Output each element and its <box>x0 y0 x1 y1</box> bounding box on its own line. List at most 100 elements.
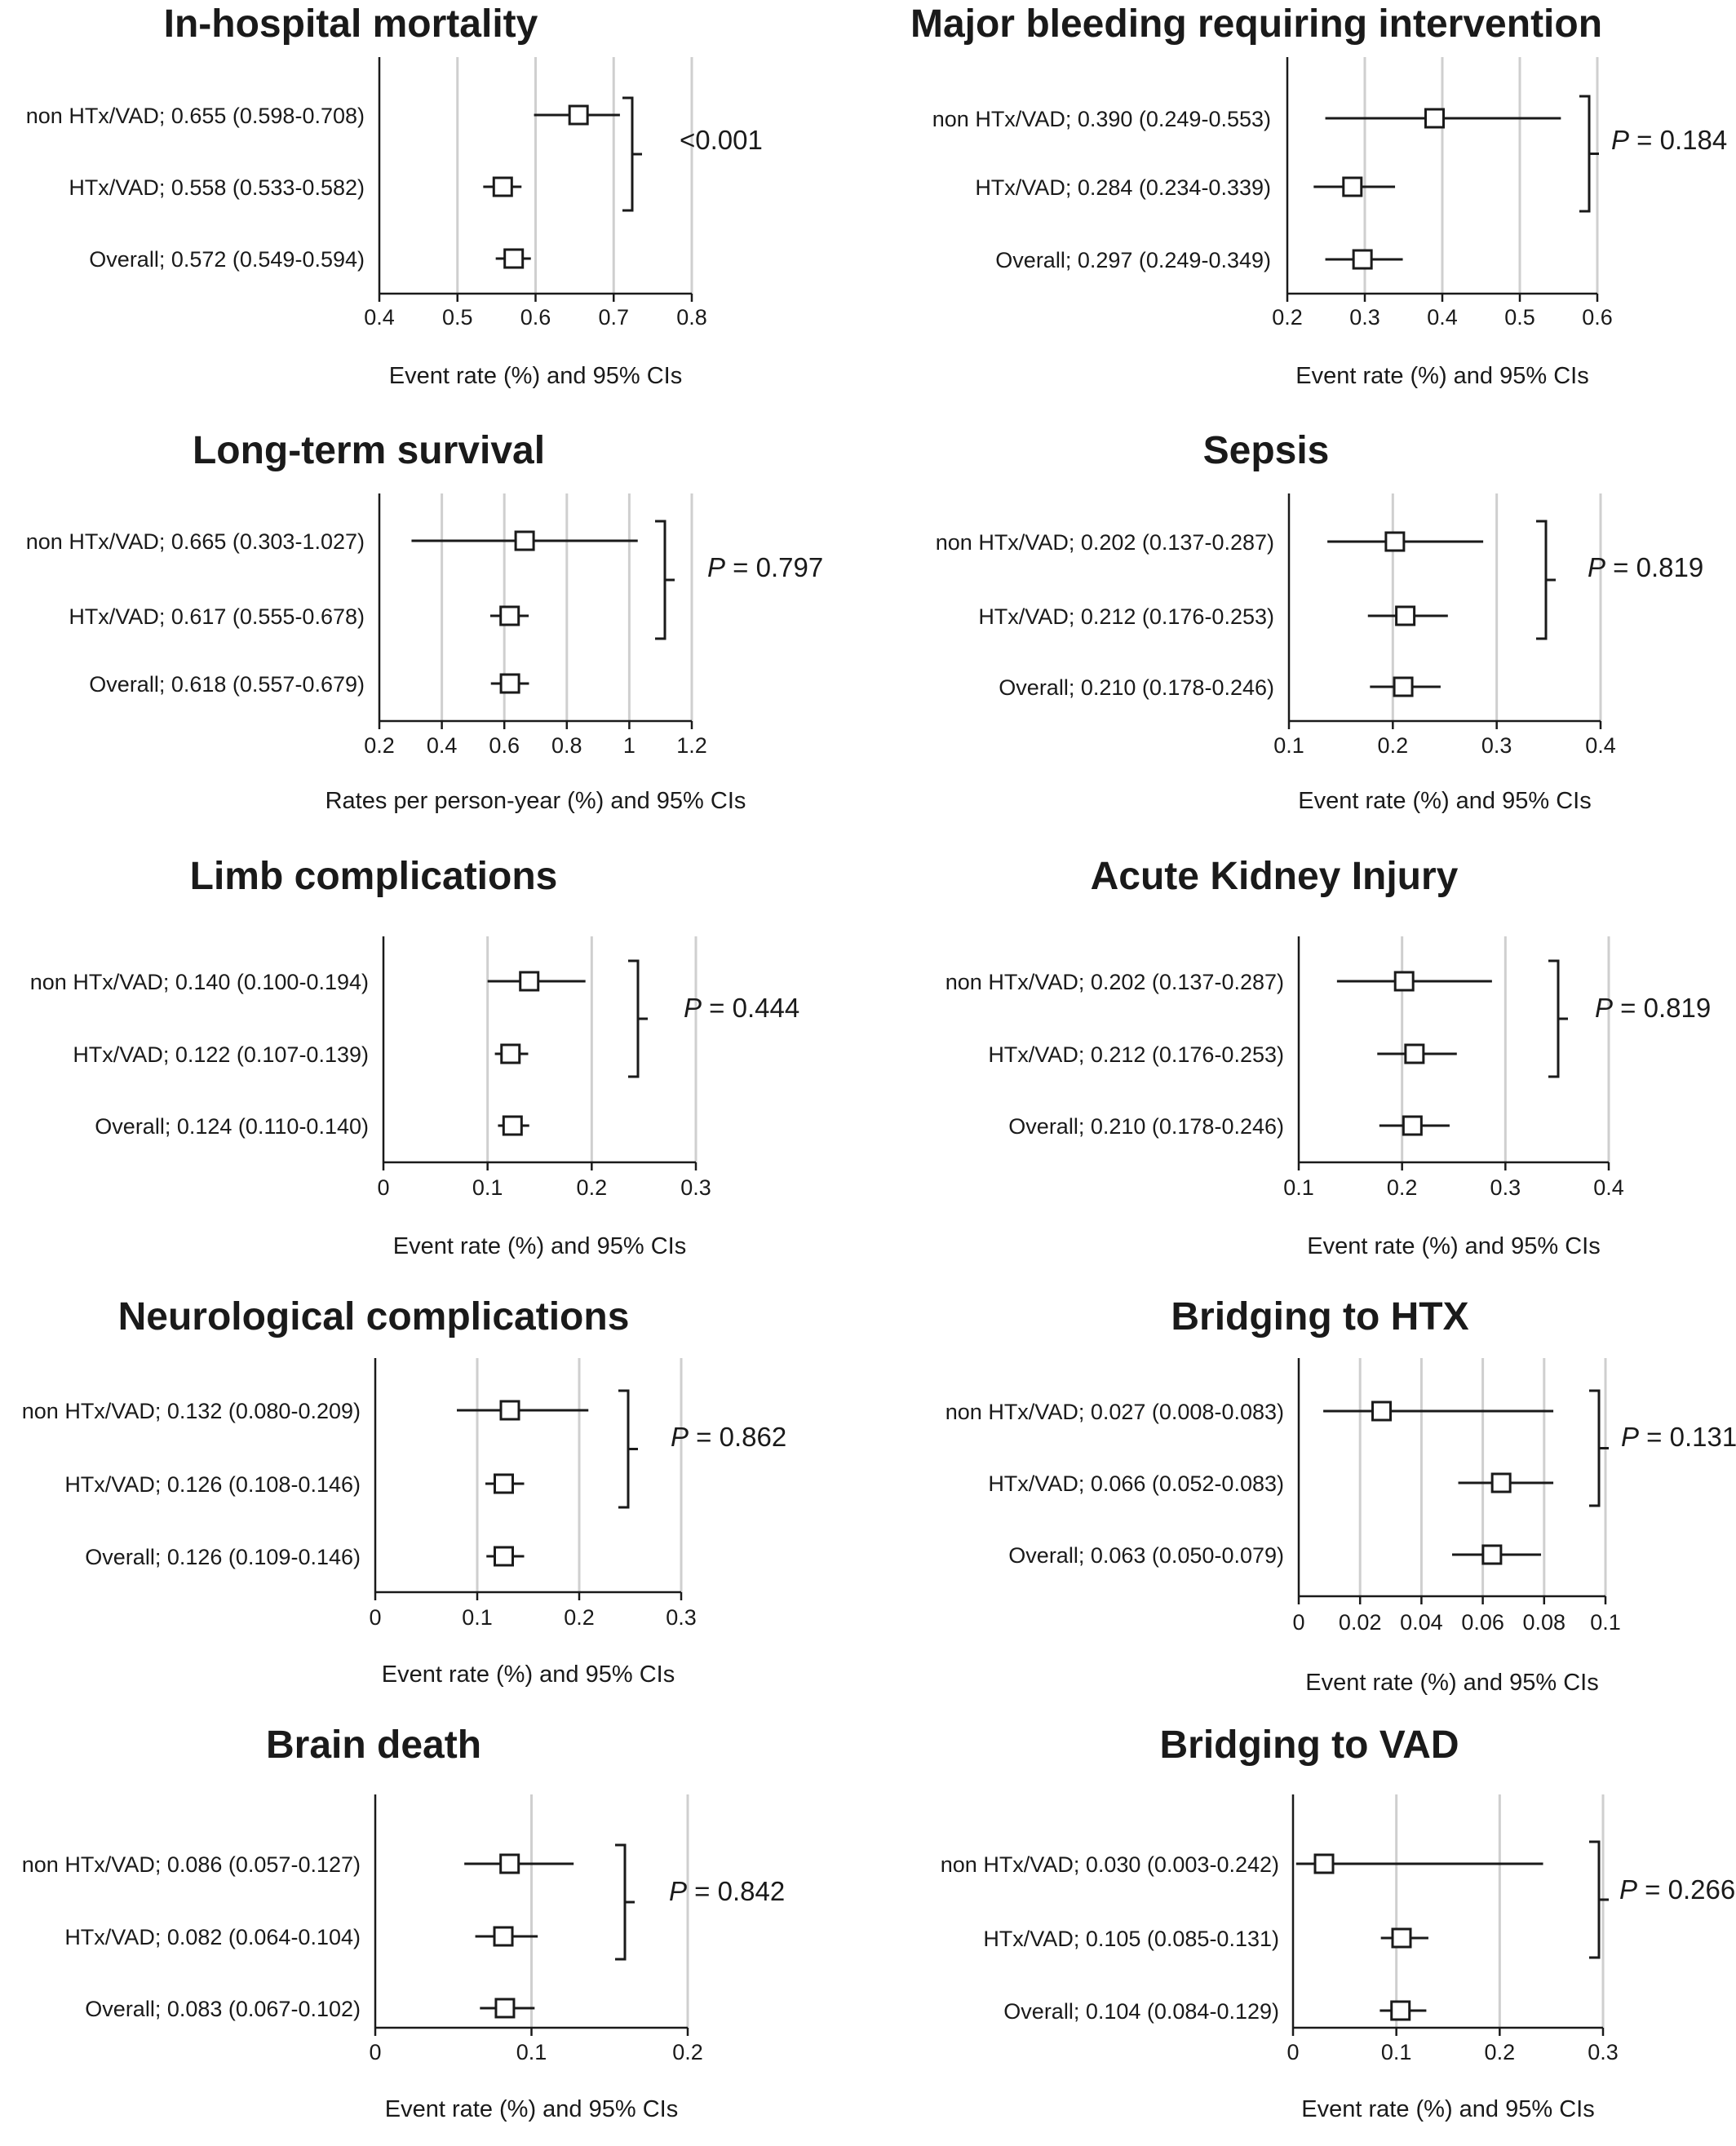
p-value-text: = 0.444 <box>702 993 799 1023</box>
x-tick-label: 0.2 <box>1272 305 1303 330</box>
x-tick-label: 0.6 <box>520 305 551 330</box>
point-estimate-marker <box>1390 2000 1411 2021</box>
row-label: HTx/VAD; 0.082 (0.064-0.104) <box>64 1925 361 1949</box>
x-axis-label: Event rate (%) and 95% CIs <box>385 2096 678 2122</box>
x-axis-label: Event rate (%) and 95% CIs <box>382 1661 675 1688</box>
point-estimate-marker <box>499 1400 520 1421</box>
x-tick-label: 0.8 <box>551 733 582 758</box>
point-estimate-marker <box>1424 108 1445 129</box>
p-value: P = 0.184 <box>1611 125 1727 155</box>
p-value-text: = 0.131 <box>1639 1422 1736 1452</box>
panel-title: Limb complications <box>190 855 558 898</box>
x-axis-label: Event rate (%) and 95% CIs <box>1298 788 1591 814</box>
point-estimate-marker <box>1393 676 1414 697</box>
point-estimate-marker <box>1404 1043 1425 1064</box>
comparison-bracket <box>655 520 675 640</box>
p-value: P = 0.819 <box>1588 552 1703 582</box>
x-tick-label: 0.1 <box>472 1175 503 1200</box>
x-tick-label: 1 <box>623 733 636 758</box>
panel-title: Bridging to HTX <box>1171 1295 1468 1338</box>
x-tick-label: 0.8 <box>676 305 707 330</box>
row-label: HTx/VAD; 0.212 (0.176-0.253) <box>978 604 1274 629</box>
row-label: Overall; 0.297 (0.249-0.349) <box>995 248 1271 272</box>
comparison-bracket <box>615 1843 635 1961</box>
panel-title: In-hospital mortality <box>164 2 538 46</box>
row-label: HTx/VAD; 0.105 (0.085-0.131) <box>983 1927 1279 1951</box>
x-tick-label: 0.1 <box>1273 733 1304 758</box>
row-label: non HTx/VAD; 0.086 (0.057-0.127) <box>22 1852 361 1877</box>
p-value-symbol: P <box>1588 552 1605 582</box>
x-tick-label: 0 <box>1286 2040 1299 2064</box>
panel-title: Long-term survival <box>193 429 545 472</box>
point-estimate-marker <box>493 1926 514 1947</box>
p-value-text: = 0.819 <box>1605 552 1703 582</box>
row-label: Overall; 0.572 (0.549-0.594) <box>89 247 365 272</box>
point-estimate-marker <box>1395 605 1416 626</box>
row-label: Overall; 0.083 (0.067-0.102) <box>85 1997 361 2021</box>
x-tick-label: 0.4 <box>1593 1175 1624 1200</box>
x-tick-label: 0 <box>369 1605 381 1630</box>
panel-title: Bridging to VAD <box>1159 1723 1459 1767</box>
x-axis-label: Event rate (%) and 95% CIs <box>1305 1670 1598 1696</box>
point-estimate-marker <box>1371 1400 1393 1422</box>
p-value: P = 0.444 <box>684 993 799 1023</box>
p-value: P = 0.819 <box>1595 993 1711 1023</box>
x-tick-label: 0.3 <box>666 1605 697 1630</box>
panel-title: Acute Kidney Injury <box>1091 855 1459 898</box>
point-estimate-marker <box>1391 1927 1412 1949</box>
x-tick-label: 0 <box>369 2040 381 2064</box>
point-estimate-marker <box>503 248 525 269</box>
p-value-symbol: P <box>707 552 725 582</box>
x-tick-label: 0 <box>377 1175 389 1200</box>
point-estimate-marker <box>499 605 520 626</box>
row-label: non HTx/VAD; 0.665 (0.303-1.027) <box>26 529 365 554</box>
row-label: non HTx/VAD; 0.132 (0.080-0.209) <box>22 1399 361 1423</box>
row-label: non HTx/VAD; 0.027 (0.008-0.083) <box>946 1400 1284 1424</box>
row-label: Overall; 0.210 (0.178-0.246) <box>1008 1114 1284 1139</box>
panel-title: Brain death <box>266 1723 481 1767</box>
point-estimate-marker <box>499 673 520 694</box>
x-tick-label: 0.7 <box>598 305 629 330</box>
p-value: P = 0.842 <box>669 1876 785 1906</box>
x-tick-label: 0.2 <box>564 1605 595 1630</box>
panel-title: Major bleeding requiring intervention <box>910 2 1602 46</box>
point-estimate-marker <box>1393 971 1415 992</box>
x-tick-label: 0.5 <box>442 305 473 330</box>
point-estimate-marker <box>494 1998 516 2019</box>
comparison-bracket <box>622 96 642 212</box>
x-tick-label: 0 <box>1292 1610 1304 1635</box>
p-value: P = 0.131 <box>1621 1422 1736 1452</box>
x-tick-label: 0.2 <box>364 733 395 758</box>
point-estimate-marker <box>492 176 513 197</box>
point-estimate-marker <box>1352 249 1373 270</box>
point-estimate-marker <box>1313 1853 1335 1874</box>
p-value-text: = 0.842 <box>687 1876 785 1906</box>
p-value-symbol: P <box>669 1876 687 1906</box>
p-value-symbol: P <box>671 1422 689 1452</box>
row-label: Overall; 0.124 (0.110-0.140) <box>95 1114 369 1139</box>
p-value-symbol: P <box>1619 1874 1637 1905</box>
p-value-text: <0.001 <box>680 125 763 155</box>
x-axis-label: Event rate (%) and 95% CIs <box>1295 363 1588 389</box>
row-label: non HTx/VAD; 0.390 (0.249-0.553) <box>932 107 1271 131</box>
point-estimate-marker <box>499 1853 520 1874</box>
point-estimate-marker <box>502 1115 523 1136</box>
x-axis-label: Event rate (%) and 95% CIs <box>393 1233 686 1259</box>
comparison-bracket <box>1579 95 1599 213</box>
p-value: P = 0.862 <box>671 1422 786 1452</box>
row-label: HTx/VAD; 0.066 (0.052-0.083) <box>988 1471 1284 1496</box>
x-tick-label: 0.4 <box>1427 305 1458 330</box>
p-value-text: = 0.266 <box>1637 1874 1735 1905</box>
x-tick-label: 0.2 <box>1485 2040 1516 2064</box>
x-axis-label: Rates per person-year (%) and 95% CIs <box>326 788 746 814</box>
p-value-symbol: P <box>1595 993 1613 1023</box>
row-label: HTx/VAD; 0.126 (0.108-0.146) <box>64 1472 361 1497</box>
point-estimate-marker <box>1384 531 1406 552</box>
x-tick-label: 0.1 <box>1283 1175 1314 1200</box>
x-tick-label: 0.1 <box>462 1605 493 1630</box>
